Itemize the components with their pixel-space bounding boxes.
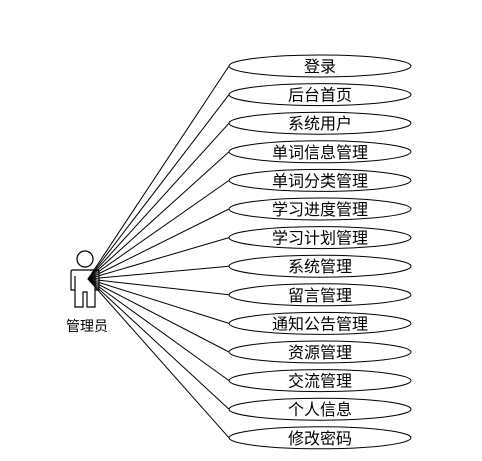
use-case: 个人信息	[228, 397, 412, 421]
use-case-ellipse	[228, 369, 412, 393]
use-case-ellipse	[228, 54, 412, 78]
association-line	[87, 278, 230, 296]
use-case: 留言管理	[228, 283, 412, 307]
use-case-label: 资源管理	[288, 343, 352, 362]
use-case-label: 通知公告管理	[272, 314, 368, 333]
association-line	[87, 122, 230, 280]
use-case: 交流管理	[228, 369, 412, 393]
use-case-ellipse	[228, 254, 412, 278]
association-line	[87, 265, 230, 280]
use-case-ellipse	[228, 83, 412, 107]
use-case-label: 单词分类管理	[272, 171, 368, 190]
use-case-label: 交流管理	[288, 372, 352, 391]
use-case: 后台首页	[228, 83, 412, 107]
use-case-label: 留言管理	[288, 286, 352, 305]
use-case: 资源管理	[228, 340, 412, 364]
association-lines	[87, 65, 230, 439]
use-case-label: 个人信息	[288, 400, 352, 419]
use-case-label: 学习计划管理	[272, 229, 368, 248]
association-line	[87, 278, 230, 439]
use-case-ellipse	[228, 140, 412, 164]
association-line	[87, 278, 230, 382]
use-case: 通知公告管理	[228, 311, 412, 335]
use-case: 系统用户	[228, 111, 412, 135]
use-case-ellipse	[228, 111, 412, 135]
use-case-ellipse	[228, 197, 412, 221]
association-line	[87, 237, 230, 280]
use-case-label: 系统管理	[288, 257, 352, 276]
use-case-label: 系统用户	[288, 114, 352, 133]
use-case-ellipse	[228, 397, 412, 421]
association-line	[87, 208, 230, 280]
association-line	[87, 94, 230, 280]
use-case-ellipse	[228, 168, 412, 192]
association-line	[87, 65, 230, 280]
use-case: 单词分类管理	[228, 168, 412, 192]
use-case-label: 修改密码	[288, 429, 352, 448]
use-case: 登录	[228, 54, 412, 78]
association-line	[87, 278, 230, 324]
use-case: 学习进度管理	[228, 197, 412, 221]
use-case-ellipse	[228, 340, 412, 364]
use-case: 单词信息管理	[228, 140, 412, 164]
use-case: 学习计划管理	[228, 226, 412, 250]
use-case-list: 登录后台首页系统用户单词信息管理单词分类管理学习进度管理学习计划管理系统管理留言…	[228, 54, 412, 450]
use-case-ellipse	[228, 283, 412, 307]
use-case-ellipse	[228, 311, 412, 335]
use-case-label: 单词信息管理	[272, 143, 368, 162]
association-line	[87, 278, 230, 410]
use-case-ellipse	[228, 226, 412, 250]
use-case: 修改密码	[228, 426, 412, 450]
use-case: 系统管理	[228, 254, 412, 278]
association-line	[87, 278, 230, 353]
association-line	[87, 151, 230, 280]
use-case-label: 学习进度管理	[272, 200, 368, 219]
use-case-ellipse	[228, 426, 412, 450]
actor-label: 管理员	[66, 319, 108, 335]
use-case-label: 登录	[304, 57, 336, 76]
association-line	[87, 179, 230, 280]
use-case-label: 后台首页	[288, 86, 352, 105]
actor-icon	[70, 250, 100, 308]
